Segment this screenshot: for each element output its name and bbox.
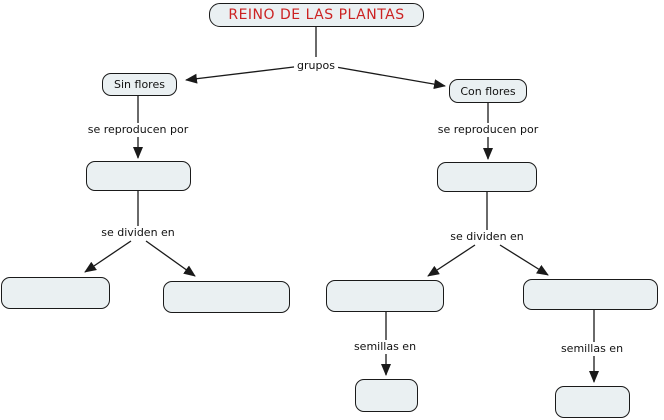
- empty-concept-box-right-division-a[interactable]: [326, 280, 444, 312]
- node-sin-flores[interactable]: Sin flores: [102, 73, 177, 96]
- empty-concept-box-left-division-a[interactable]: [1, 277, 110, 309]
- linking-phrase-right-dividen: se dividen en: [447, 230, 527, 244]
- empty-concept-box-left-reproduction[interactable]: [86, 161, 191, 191]
- empty-concept-box-right-reproduction[interactable]: [437, 162, 537, 192]
- empty-concept-box-left-division-b[interactable]: [163, 281, 290, 313]
- linking-phrase-left-semillas: semillas en: [350, 340, 420, 354]
- empty-concept-box-right-division-b[interactable]: [523, 279, 658, 310]
- connector-grupos-to-con-flores: [329, 65, 446, 90]
- node-con-flores[interactable]: Con flores: [449, 79, 527, 103]
- connector-grupos-to-sin-flores: [185, 65, 303, 84]
- linking-phrase-left-dividen: se dividen en: [98, 226, 178, 240]
- connector-dividen-to-right-box-a: [427, 244, 476, 277]
- connector-dividen-to-right-box-b: [499, 244, 549, 276]
- linking-phrase-right-reproducen: se reproducen por: [434, 123, 542, 137]
- linking-phrase-grupos: grupos: [294, 59, 338, 73]
- linking-phrase-left-reproducen: se reproducen por: [84, 123, 192, 137]
- empty-concept-box-seeds-right[interactable]: [555, 386, 630, 418]
- empty-concept-box-seeds-left[interactable]: [355, 379, 418, 412]
- linking-phrase-right-semillas: semillas en: [557, 342, 627, 356]
- connector-dividen-to-left-box-a: [84, 240, 132, 273]
- node-title-reino-plantas[interactable]: REINO DE LAS PLANTAS: [209, 3, 424, 27]
- connector-dividen-to-left-box-b: [145, 240, 196, 277]
